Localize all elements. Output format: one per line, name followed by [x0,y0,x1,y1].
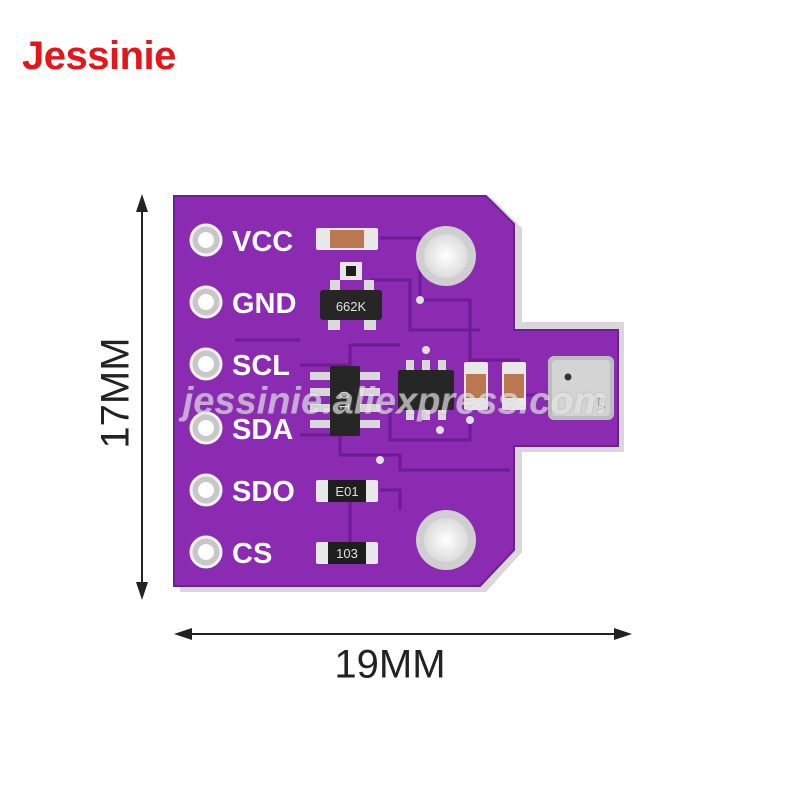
regulator-marking: 662K [336,299,367,314]
pin-pad-cs [189,535,223,569]
bme-sensor: EA [548,356,614,420]
level-shifter-chip: 1 0 [310,366,380,436]
pin-label-gnd: GND [232,288,296,320]
mounting-hole-bottom [416,510,476,570]
sdo-resistor-marking: E01 [335,484,358,499]
mosfet-chip [398,360,454,420]
pin-pad-scl [189,347,223,381]
height-dimension-arrow [136,194,148,600]
vcc-capacitor [316,228,378,250]
sensor-capacitor-2 [502,362,526,410]
pin-pad-gnd [189,285,223,319]
vias [376,296,474,464]
sdo-resistor: E01 [316,480,378,502]
pin-pad-sda [189,411,223,445]
pin-label-sdo: SDO [232,476,295,508]
width-dimension-label: 19MM [334,642,446,687]
watermark-text: jessinie.aliexpress.com [182,380,608,423]
pin-label-cs: CS [232,538,272,570]
sensor-capacitor-1 [464,362,488,410]
small-component [340,262,362,280]
mounting-hole-top [416,226,476,286]
width-dimension-arrow [174,628,632,640]
pin-pad-sdo [189,473,223,507]
pin-pads [189,223,223,569]
cs-resistor: 103 [316,542,378,564]
cs-resistor-marking: 103 [336,546,358,561]
pin-label-vcc: VCC [232,226,293,258]
pin-label-sda: SDA [232,414,293,446]
level-shifter-marking: 1 0 [336,391,352,411]
pin-pad-vcc [189,223,223,257]
regulator-chip: 662K [320,280,382,330]
pin-label-scl: SCL [232,350,290,382]
pin-labels: VCC GND SCL SDA SDO CS [232,226,296,570]
height-dimension-label: 17MM [93,337,138,449]
sensor-marking: EA [595,397,606,411]
brand-logo: Jessinie [22,34,176,78]
pcb-board [173,195,619,587]
